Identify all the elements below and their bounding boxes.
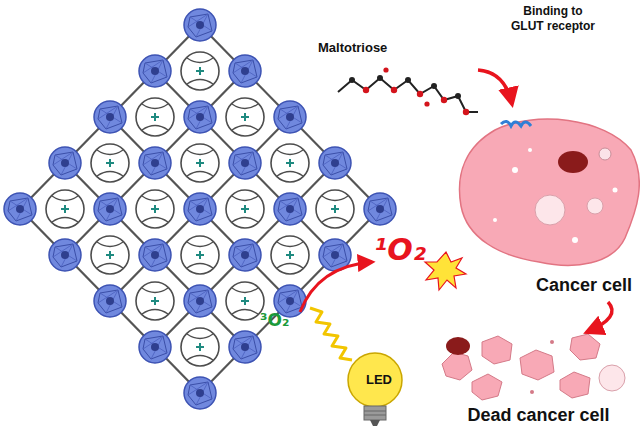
node-label: LED — [340, 372, 418, 387]
triplet-oxygen-label: ³O₂ — [260, 310, 289, 330]
led-bulb-node: LED — [340, 350, 418, 430]
cancer-cell: Cancer cell — [455, 110, 640, 300]
cell-shape — [455, 110, 640, 300]
led-bulb — [340, 350, 410, 430]
curved-arrow — [587, 302, 612, 332]
node-label: Cancer cell — [536, 275, 632, 296]
molecule-label: Maltotriose — [318, 40, 387, 55]
dead-cancer-cell: Dead cancer cell — [432, 334, 640, 430]
cell-fragments — [432, 334, 632, 404]
singlet-oxygen-label: ¹O₂ — [374, 232, 426, 267]
receptor-label: Binding to GLUT receptor — [508, 4, 598, 34]
node-label: Dead cancer cell — [432, 405, 640, 426]
